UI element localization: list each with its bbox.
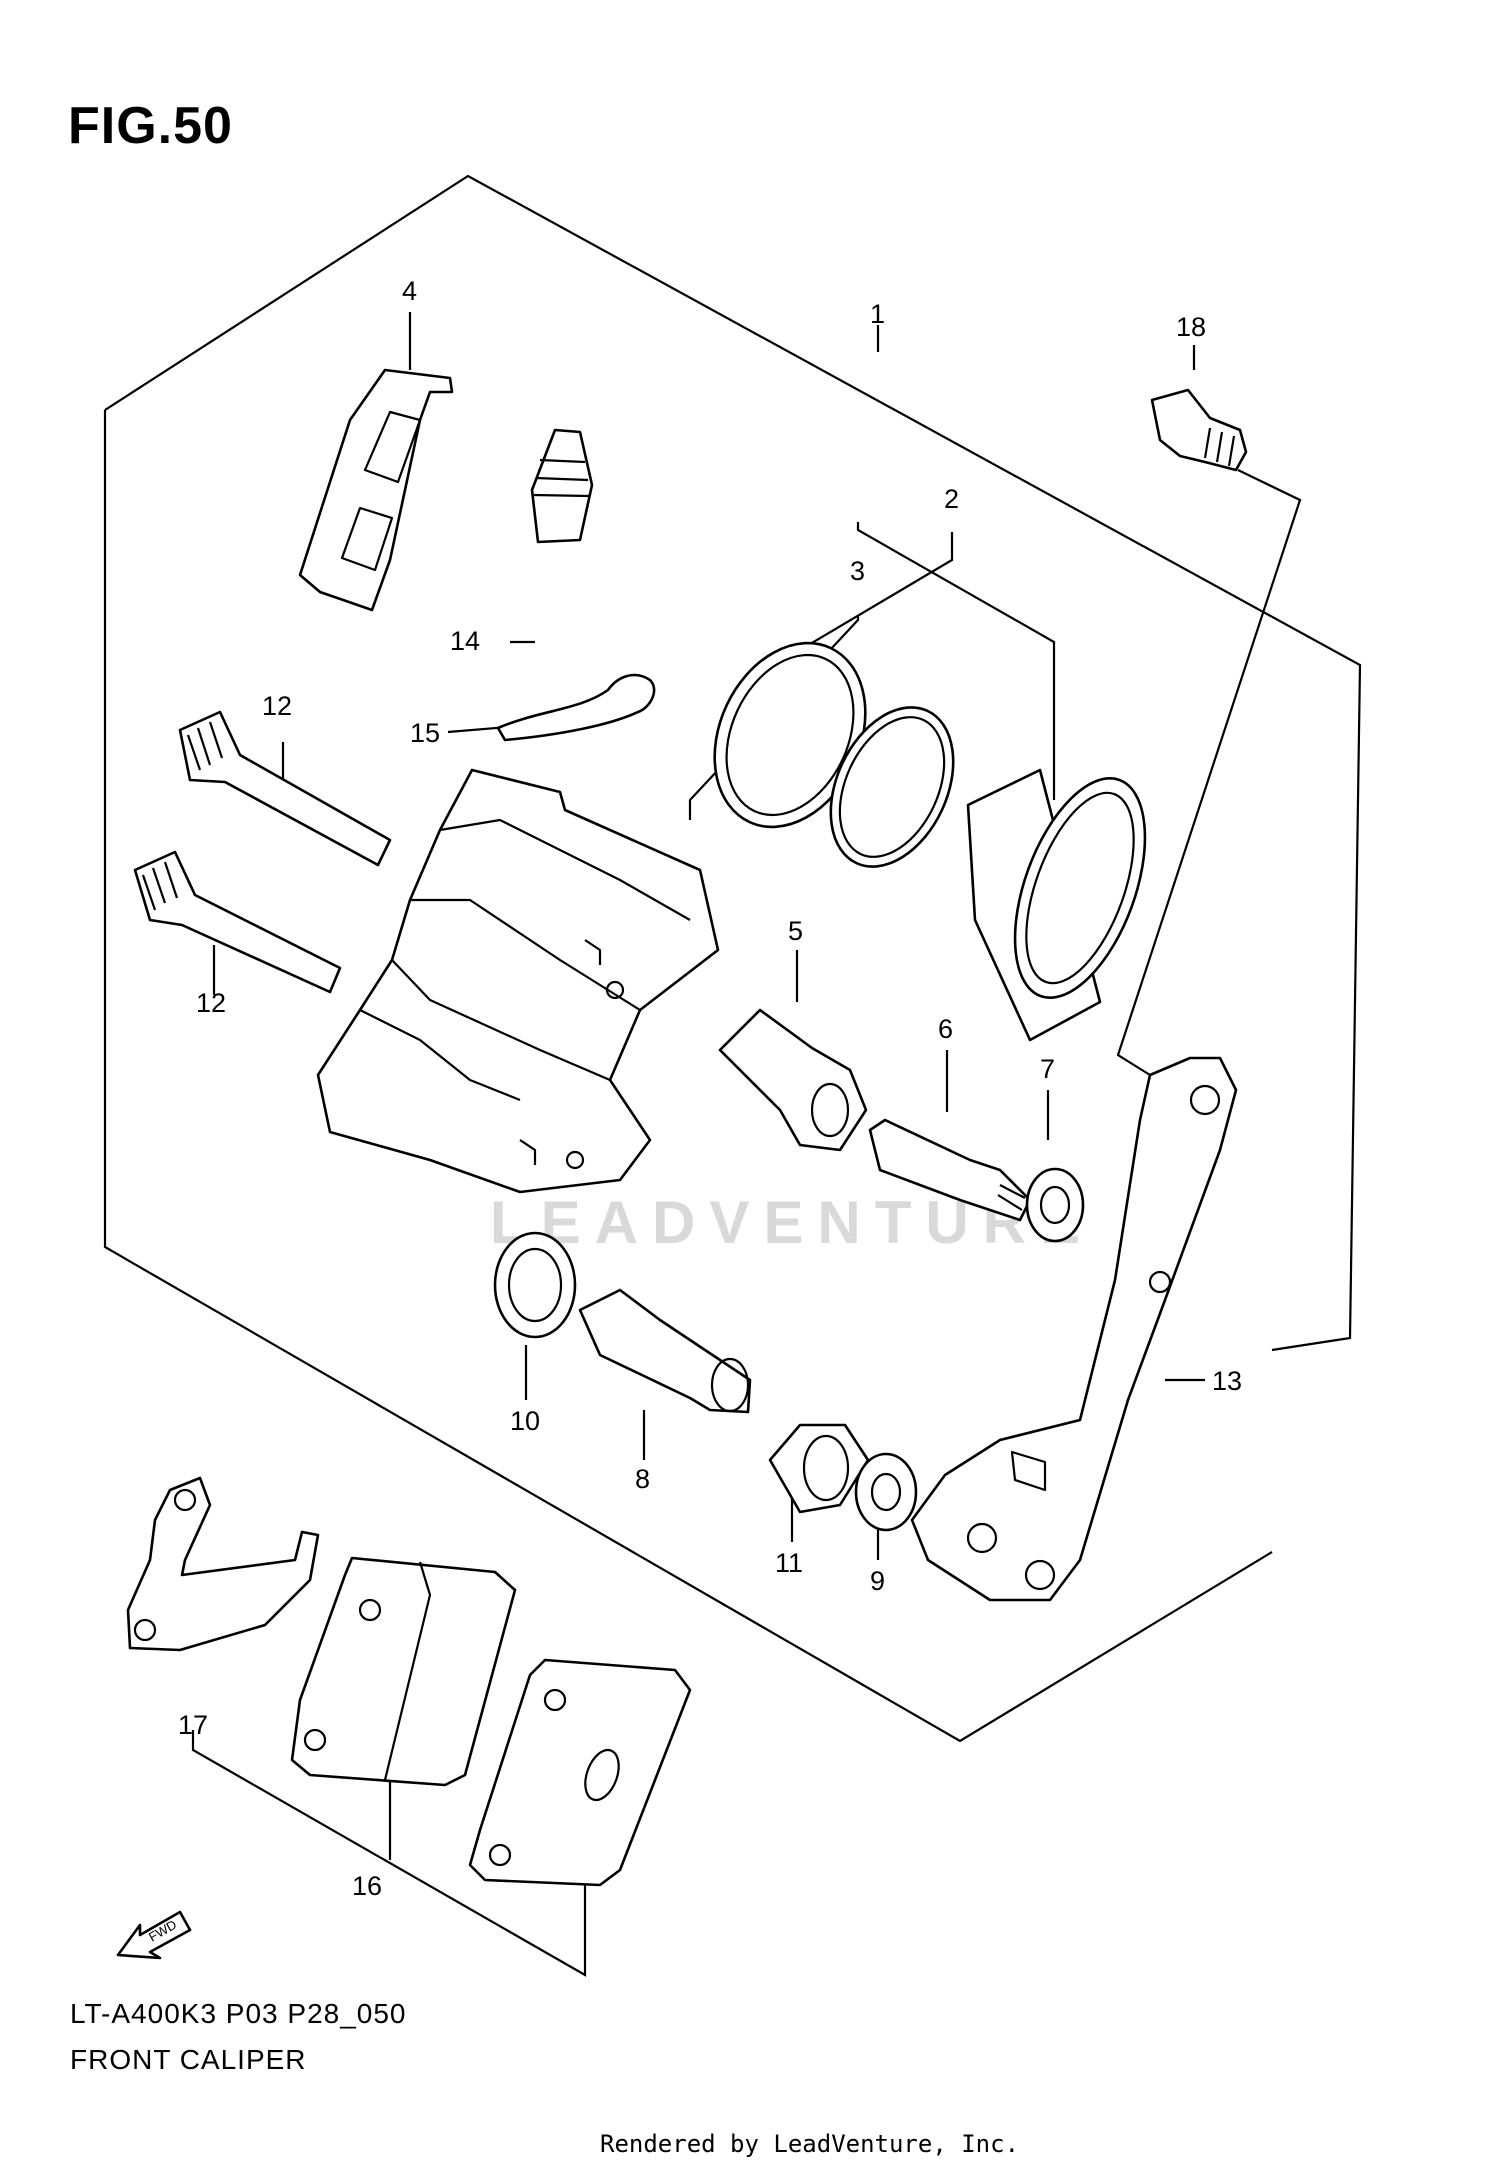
callout-number: 10 bbox=[510, 1406, 540, 1436]
callout-number: 9 bbox=[870, 1566, 885, 1596]
callout-number: 13 bbox=[1212, 1366, 1242, 1396]
callout-number: 2 bbox=[944, 484, 959, 514]
pad-shim-part bbox=[126, 1476, 320, 1652]
assembly-name: FRONT CALIPER bbox=[70, 2044, 307, 2075]
caliper-body-part bbox=[316, 768, 720, 1194]
caliper-pin-part bbox=[578, 1288, 752, 1414]
callout-number: 16 bbox=[352, 1871, 382, 1901]
callout-number: 8 bbox=[635, 1464, 650, 1494]
callout-number: 1 bbox=[870, 299, 885, 329]
callout-number: 14 bbox=[450, 626, 480, 656]
boot-part bbox=[493, 1231, 577, 1339]
assembly-boundary bbox=[104, 174, 1362, 1352]
callout-number: 6 bbox=[938, 1014, 953, 1044]
mounting-bolt-part bbox=[1150, 388, 1248, 472]
brake-pad-outer-part bbox=[468, 1658, 692, 1887]
assembly-boundary-lower bbox=[103, 410, 1273, 1743]
callout-number: 3 bbox=[850, 556, 865, 586]
callout-number: 12 bbox=[196, 988, 226, 1018]
sleeve-part bbox=[718, 1008, 868, 1152]
figure-title: FIG.50 bbox=[68, 97, 233, 155]
callout-number: 17 bbox=[178, 1710, 208, 1740]
caliper-bolt-part bbox=[868, 1118, 1032, 1222]
callout-number: 11 bbox=[775, 1548, 803, 1578]
caliper-bracket-part bbox=[910, 1056, 1238, 1602]
brake-pad-inner-part bbox=[290, 1556, 517, 1787]
callout-number: 12 bbox=[262, 691, 292, 721]
bleeder-cap-part bbox=[496, 673, 656, 742]
slide-pin-lower-part bbox=[133, 850, 342, 994]
render-credit: Rendered by LeadVenture, Inc. bbox=[600, 2130, 1020, 2158]
callout-number: 7 bbox=[1040, 1054, 1055, 1084]
washer-part bbox=[1025, 1167, 1085, 1243]
callout-number: 4 bbox=[402, 276, 417, 306]
slide-pin-upper-part bbox=[178, 710, 392, 867]
pad-spring-part bbox=[298, 368, 454, 612]
bleeder-valve-part bbox=[530, 428, 594, 544]
callout-number: 18 bbox=[1176, 312, 1206, 342]
forward-arrow-icon bbox=[116, 1910, 192, 1960]
thin-washer-part bbox=[854, 1452, 918, 1532]
callout-number: 15 bbox=[410, 718, 440, 748]
callout-number: 5 bbox=[788, 916, 803, 946]
model-code: LT-A400K3 P03 P28_050 bbox=[70, 1998, 407, 2029]
